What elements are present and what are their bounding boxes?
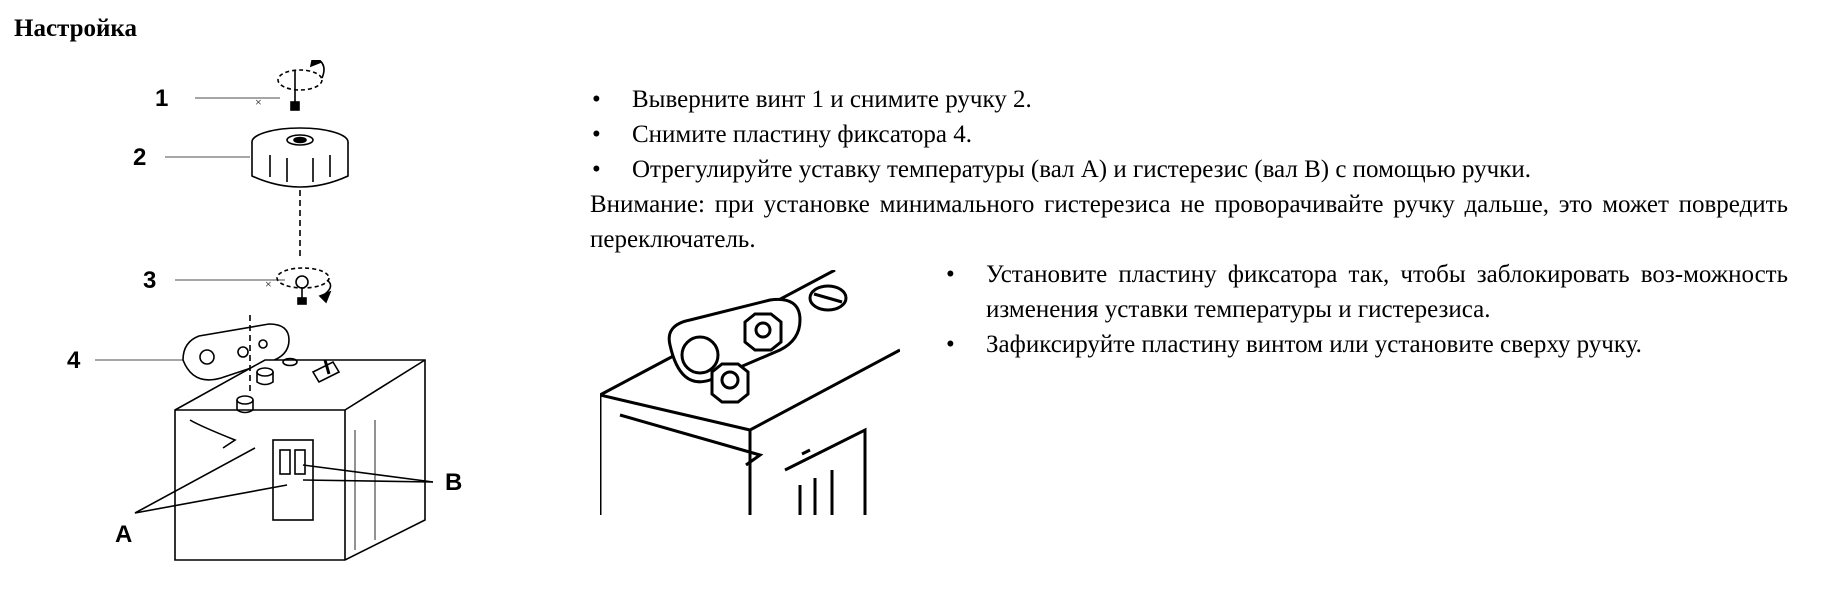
bullet-icon: • [946, 331, 955, 358]
label-plate-4: 4 [67, 347, 81, 374]
bullet-icon: • [592, 86, 601, 113]
list-item: • Зафиксируйте пластину винтом или устан… [944, 327, 1788, 362]
list-item: • Установите пластину фиксатора так, что… [944, 257, 1788, 327]
label-part-3: 3 [143, 267, 156, 294]
steps-list-bottom: • Установите пластину фиксатора так, что… [944, 257, 1788, 362]
step-text: Выверните винт 1 и снимите ручку 2. [632, 86, 1032, 113]
list-item: • Снимите пластину фиксатора 4. [590, 117, 1788, 152]
bullet-icon: • [946, 261, 955, 288]
warning-note: Внимание: при установке минимального гис… [590, 191, 1788, 253]
label-shaft-a: A [115, 521, 132, 548]
step-text: Снимите пластину фиксатора 4. [632, 121, 973, 148]
bullet-icon: • [592, 121, 601, 148]
instructions-top: • Выверните винт 1 и снимите ручку 2. • … [590, 82, 1788, 257]
bullet-icon: • [592, 156, 601, 183]
step-text: Зафиксируйте пластину винтом или установ… [986, 331, 1642, 358]
svg-text:×: × [265, 277, 272, 291]
plate-closeup-diagram [600, 270, 900, 515]
instructions-bottom: • Установите пластину фиксатора так, что… [944, 257, 1788, 362]
steps-list-top: • Выверните винт 1 и снимите ручку 2. • … [590, 82, 1788, 187]
list-item: • Отрегулируйте уставку температуры (вал… [590, 152, 1788, 187]
svg-text:×: × [255, 95, 262, 109]
list-item: • Выверните винт 1 и снимите ручку 2. [590, 82, 1788, 117]
exploded-assembly-diagram: × × [67, 60, 462, 561]
step-text: Установите пластину фиксатора так, чтобы… [986, 261, 1788, 323]
label-screw-1: 1 [155, 85, 168, 112]
step-text: Отрегулируйте уставку температуры (вал A… [632, 156, 1531, 183]
section-heading: Настройка [14, 15, 137, 42]
label-shaft-b: B [445, 469, 462, 496]
label-knob-2: 2 [133, 144, 146, 171]
